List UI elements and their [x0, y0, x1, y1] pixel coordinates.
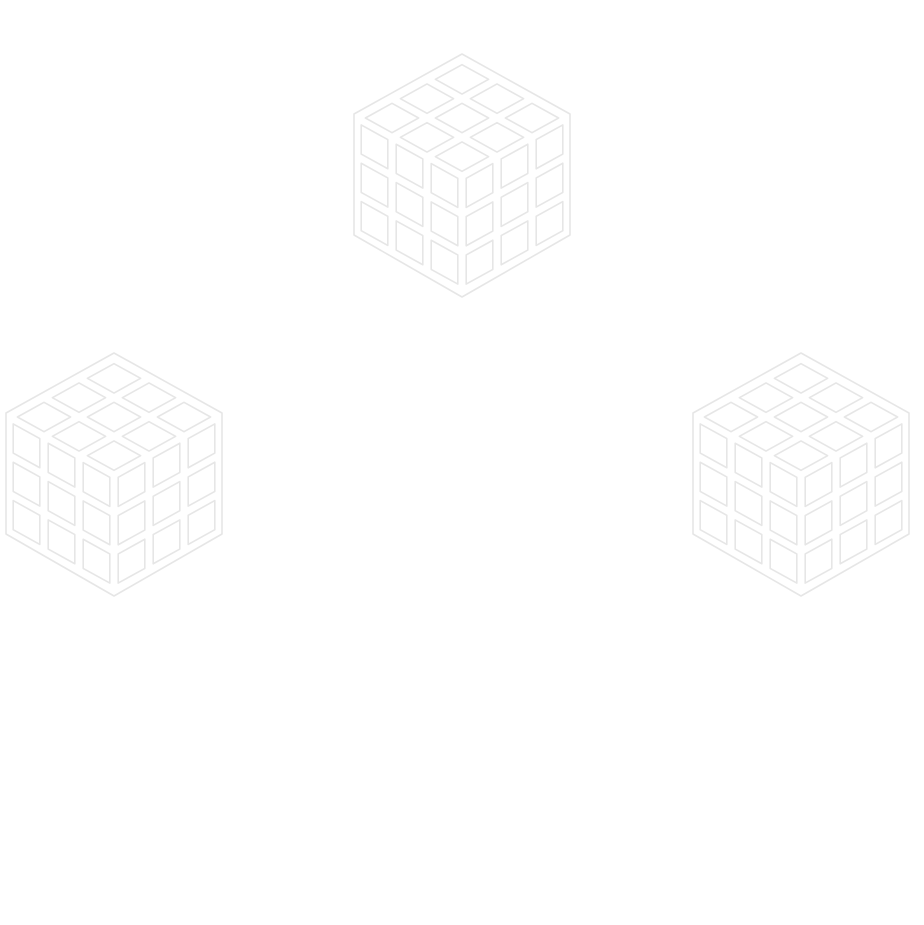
- cube-sticker-right: [117, 538, 146, 584]
- cube-sticker-top: [504, 102, 560, 134]
- cube-sticker-right: [535, 200, 564, 247]
- cube-sticker-top: [843, 401, 899, 433]
- cube-sticker-right: [117, 500, 146, 546]
- rubiks-cube-icon: [692, 352, 910, 597]
- cube-outline: [353, 53, 571, 298]
- cube-sticker-left: [430, 162, 459, 209]
- cube-sticker-top: [469, 83, 525, 115]
- cube-outline: [692, 352, 910, 597]
- cube-sticker-left: [360, 124, 389, 170]
- cube-sticker-left: [47, 519, 76, 565]
- cube-sticker-top: [738, 420, 794, 452]
- cube-sticker-left: [769, 500, 798, 546]
- cube-sticker-top: [703, 401, 759, 433]
- cube-sticker-left: [430, 201, 459, 247]
- cube-sticker-right: [465, 201, 494, 247]
- cube-sticker-left: [82, 500, 111, 546]
- cube-sticker-right: [187, 499, 216, 546]
- cube-sticker-top: [773, 440, 829, 472]
- cube-sticker-top: [808, 382, 864, 414]
- cube-sticker-left: [82, 538, 111, 584]
- cube-sticker-left: [360, 200, 389, 247]
- rubiks-cube-icon: [353, 53, 571, 298]
- cube-sticker-top: [773, 362, 829, 394]
- cube-sticker-right: [465, 239, 494, 285]
- cube-sticker-left: [12, 461, 41, 507]
- cube-sticker-left: [395, 143, 424, 189]
- cube-sticker-top: [121, 420, 177, 452]
- cube-sticker-left: [699, 499, 728, 546]
- cube-sticker-left: [734, 480, 763, 527]
- cube-sticker-right: [465, 162, 494, 209]
- cube-sticker-top: [86, 440, 142, 472]
- cube-sticker-left: [734, 442, 763, 488]
- cube-sticker-top: [469, 121, 525, 153]
- cube-sticker-left: [47, 442, 76, 488]
- cube-sticker-top: [808, 420, 864, 452]
- cube-sticker-right: [500, 143, 529, 189]
- cube-sticker-top: [16, 401, 72, 433]
- cube-sticker-right: [535, 124, 564, 170]
- cube-sticker-right: [152, 480, 181, 527]
- cube-outline: [5, 352, 223, 597]
- cube-sticker-right: [500, 220, 529, 266]
- cube-sticker-left: [12, 499, 41, 546]
- cube-sticker-right: [839, 519, 868, 565]
- cube-sticker-left: [734, 519, 763, 565]
- cube-sticker-right: [187, 423, 216, 469]
- cube-sticker-left: [769, 461, 798, 508]
- cube-sticker-left: [395, 181, 424, 228]
- cube-sticker-right: [839, 442, 868, 488]
- cube-sticker-top: [121, 382, 177, 414]
- cube-sticker-right: [117, 461, 146, 508]
- cube-sticker-top: [434, 141, 490, 173]
- cube-sticker-top: [399, 121, 455, 153]
- cube-sticker-right: [804, 461, 833, 508]
- cube-sticker-top: [51, 382, 107, 414]
- cube-sticker-top: [86, 362, 142, 394]
- cube-sticker-top: [364, 102, 420, 134]
- cube-sticker-right: [874, 461, 903, 507]
- cube-sticker-top: [773, 401, 829, 433]
- cube-sticker-left: [360, 162, 389, 208]
- cube-sticker-top: [51, 420, 107, 452]
- cube-sticker-top: [399, 83, 455, 115]
- cube-sticker-left: [395, 220, 424, 266]
- cube-sticker-left: [699, 423, 728, 469]
- cube-sticker-top: [434, 102, 490, 134]
- cube-sticker-right: [152, 442, 181, 488]
- cube-sticker-right: [535, 162, 564, 208]
- cube-sticker-right: [187, 461, 216, 507]
- cube-sticker-right: [152, 519, 181, 565]
- cube-sticker-top: [434, 63, 490, 95]
- cube-sticker-right: [874, 499, 903, 546]
- cube-sticker-right: [804, 500, 833, 546]
- rubiks-cube-icon: [5, 352, 223, 597]
- cube-sticker-top: [156, 401, 212, 433]
- cube-sticker-left: [47, 480, 76, 527]
- cube-sticker-right: [804, 538, 833, 584]
- cube-sticker-left: [12, 423, 41, 469]
- cube-sticker-top: [738, 382, 794, 414]
- cube-sticker-right: [500, 181, 529, 228]
- cube-sticker-left: [769, 538, 798, 584]
- cube-sticker-left: [699, 461, 728, 507]
- cube-sticker-top: [86, 401, 142, 433]
- cube-sticker-left: [430, 239, 459, 285]
- cube-sticker-right: [839, 480, 868, 527]
- cube-sticker-right: [874, 423, 903, 469]
- cube-sticker-left: [82, 461, 111, 508]
